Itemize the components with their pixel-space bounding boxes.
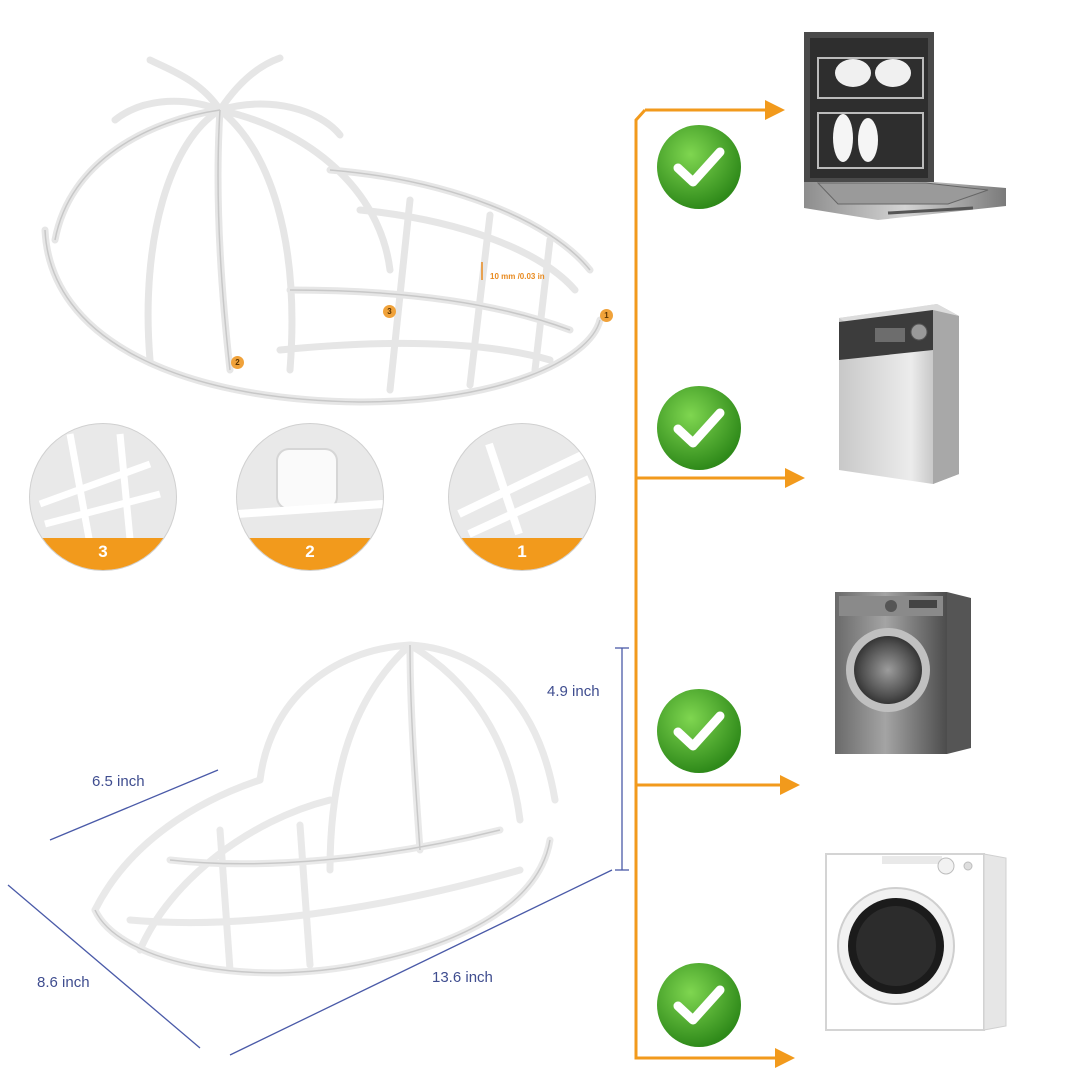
detail-label-1: 1 (449, 538, 595, 570)
detail-label-2: 2 (237, 538, 383, 570)
top-load-washer-icon (825, 298, 963, 488)
check-icon-dryer (654, 960, 744, 1050)
check-icon-top-load-washer (654, 383, 744, 473)
cap-cage-bottom-image (0, 620, 640, 1080)
brim-measure-label: 10 mm /0.03 in (490, 272, 545, 281)
check-icon-front-load-washer (654, 686, 744, 776)
marker-3: 3 (383, 305, 396, 318)
front-load-washer-icon (833, 588, 973, 758)
compatibility-connector (620, 90, 820, 1080)
dishwasher-icon (798, 28, 1010, 224)
detail-circle-3: 3 (30, 424, 176, 570)
dimension-height-label: 4.9 inch (547, 683, 600, 700)
detail-circle-1: 1 (449, 424, 595, 570)
dryer-icon (822, 850, 1008, 1034)
check-icon-dishwasher (654, 122, 744, 212)
cap-cage-top-image (30, 40, 630, 420)
detail-circle-2: 2 (237, 424, 383, 570)
detail-label-3: 3 (30, 538, 176, 570)
marker-2: 2 (231, 356, 244, 369)
marker-1: 1 (600, 309, 613, 322)
dimension-length-label: 13.6 inch (432, 969, 493, 986)
dimension-depth-label: 6.5 inch (92, 773, 145, 790)
dimension-side-label: 8.6 inch (37, 974, 90, 991)
